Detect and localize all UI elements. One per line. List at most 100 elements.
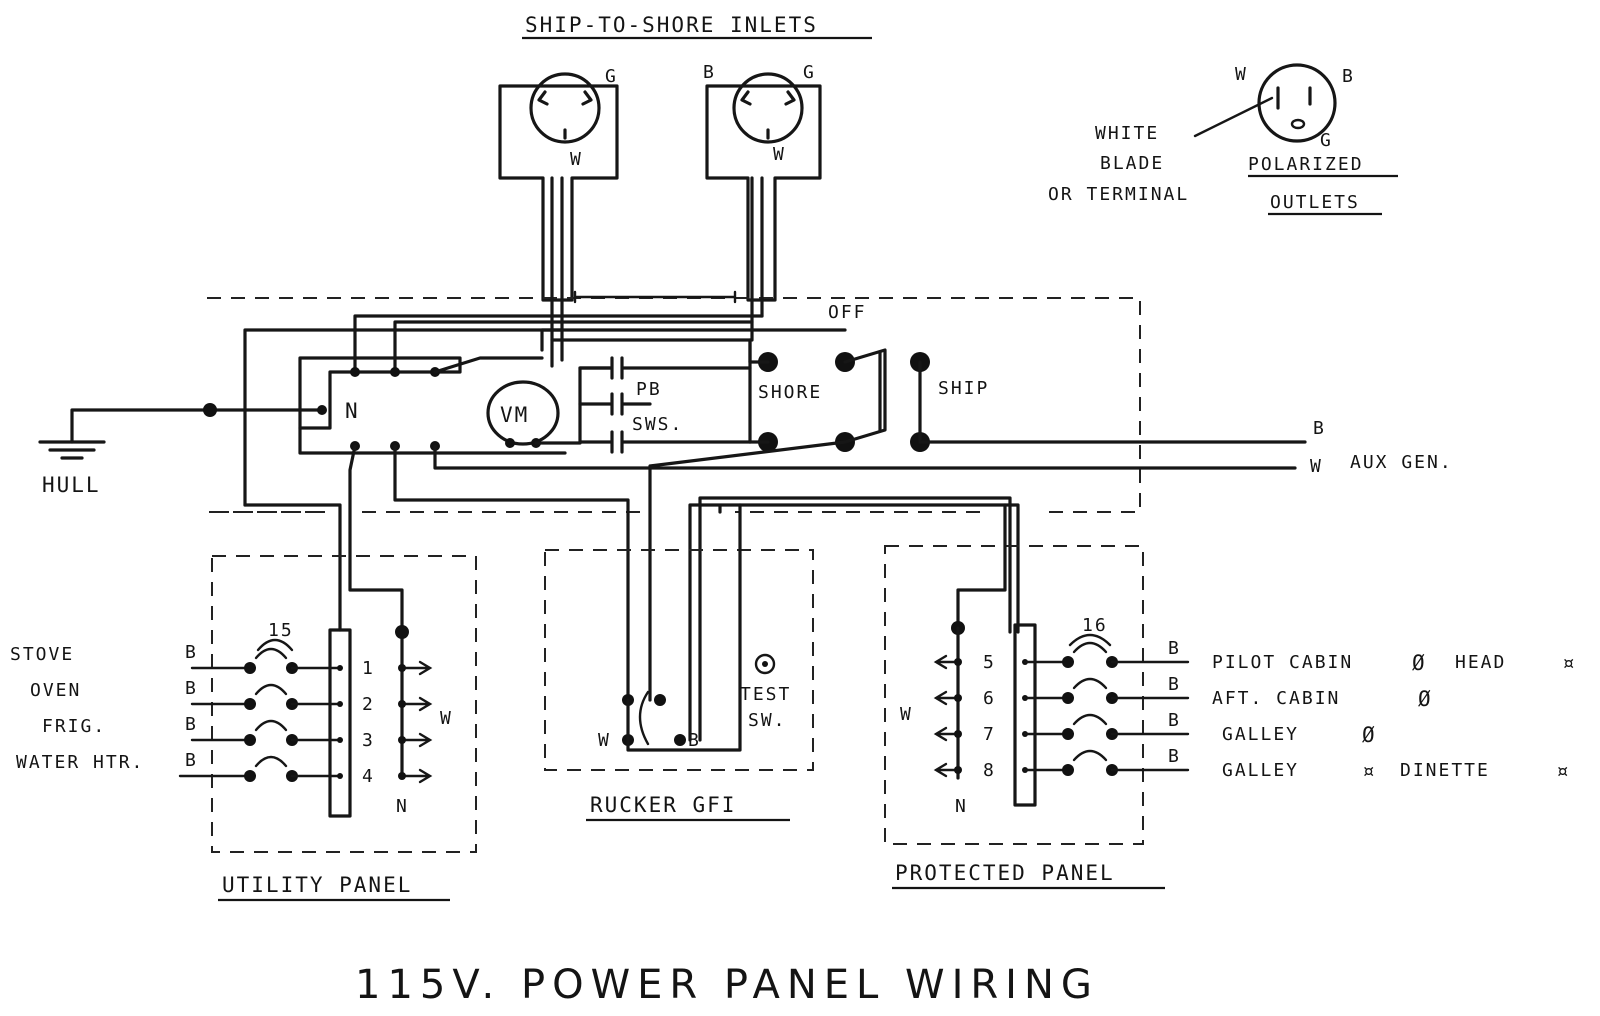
outlet-symbol-2: ¤ (1562, 651, 1577, 675)
utility-wire-label: B (185, 714, 198, 735)
neutral-tap-node (954, 658, 962, 666)
neutral-tap-node (398, 664, 406, 672)
utility-wire-label: B (185, 750, 198, 771)
neutral-arrow (400, 732, 433, 748)
breaker-arc (254, 755, 288, 768)
gfi-title: RUCKER GFI (590, 793, 736, 817)
utility-title: UTILITY PANEL (222, 873, 412, 897)
test-switch-icon (754, 653, 776, 675)
polarized-w-label: W (1235, 64, 1248, 85)
feeder-gfi-1 (393, 444, 630, 702)
neutral-arrow (400, 768, 433, 784)
ship-label: SHIP (938, 378, 989, 399)
protected-wire-label: B (1168, 674, 1181, 695)
polarized-leader (1193, 96, 1274, 138)
neutral-junction (317, 405, 327, 415)
breaker-terminal (1062, 692, 1074, 704)
breaker-terminal (1062, 656, 1074, 668)
bus-tap-node (337, 701, 343, 707)
protected-wire-label: B (1168, 746, 1181, 767)
breaker-arc (254, 647, 288, 660)
protected-load-label-2: HEAD (1455, 652, 1506, 673)
aux-w-label: W (1310, 456, 1323, 477)
hull-junction (203, 403, 217, 417)
pb-element-1 (578, 356, 752, 380)
gfi-w-label: W (598, 730, 611, 751)
outlet-symbol: Ø (1362, 723, 1377, 747)
utility-w-label: W (440, 708, 453, 729)
neutral-tap-node (398, 772, 406, 780)
shore-label: SHORE (758, 382, 822, 403)
vm-terminal-1 (505, 438, 515, 448)
protected-w-label: W (900, 704, 913, 725)
voltmeter-label: VM (500, 403, 529, 427)
polarized-b-label: B (1342, 66, 1355, 87)
gfi-b-label: B (688, 730, 701, 751)
inlet1-blade-right (581, 90, 593, 106)
breaker-terminal (244, 734, 256, 746)
breaker-terminal (244, 662, 256, 674)
breaker-terminal (1062, 728, 1074, 740)
utility-wire-label: B (185, 642, 198, 663)
gfi-box (544, 549, 814, 771)
utility-neutral-node (395, 625, 409, 639)
neutral-tap-node (398, 736, 406, 744)
hull-label: HULL (42, 473, 101, 497)
circuit-number: 3 (362, 730, 375, 751)
bus-top-3 (243, 328, 564, 507)
inlet1-g-label: G (605, 66, 618, 87)
polarized-note-1: WHITE (1095, 123, 1159, 144)
inlet2-blade-right (784, 90, 796, 106)
polarized-g-label: G (1320, 130, 1333, 151)
bus-top-4 (550, 338, 752, 364)
terminal-b (390, 367, 400, 377)
bus-top-5 (540, 328, 847, 352)
terminal-a (350, 367, 360, 377)
circuit-number: 4 (362, 766, 375, 787)
bus-tap-node (337, 773, 343, 779)
feeder-gfi-2 (648, 440, 847, 702)
aux-b-label: B (1313, 418, 1326, 439)
utility-rating: 15 (268, 620, 294, 641)
inlet1-receptacle (529, 72, 601, 144)
feeder-protected-1 (698, 496, 1012, 742)
protected-load-label: PILOT CABIN (1212, 652, 1353, 673)
wire-to-vm (433, 356, 544, 374)
breaker-arc (1072, 677, 1108, 690)
polarized-note-2: BLADE (1100, 153, 1164, 174)
protected-load-label: AFT. CABIN (1212, 688, 1340, 709)
feeder-protected-2 (688, 503, 1020, 742)
breaker-arc (1072, 641, 1108, 654)
protected-title: PROTECTED PANEL (895, 861, 1115, 885)
utility-bus-bar (328, 628, 352, 818)
sws-label: SWS. (632, 414, 683, 435)
circuit-number: 8 (983, 760, 996, 781)
off-label: OFF (828, 302, 867, 323)
gfi-terminal-b (674, 734, 686, 746)
breaker-terminal (1062, 764, 1074, 776)
breaker-arc (254, 683, 288, 696)
neutral-tap-node (954, 694, 962, 702)
bus-top-2 (393, 320, 754, 374)
circuit-number: 1 (362, 658, 375, 679)
pb-element-3 (578, 430, 752, 454)
breaker-arc (1072, 749, 1108, 762)
test-label-1: TEST (740, 684, 791, 705)
breaker-terminal (244, 770, 256, 782)
breaker-arc (254, 719, 288, 732)
neutral-tap-node (398, 700, 406, 708)
inlet2-g-label: G (803, 62, 816, 83)
inlet-spacing-marker (573, 290, 737, 304)
utility-circuit: FRIG.B3 (42, 714, 433, 751)
polarized-ground-pin (1290, 118, 1306, 130)
inlets-title: SHIP-TO-SHORE INLETS (525, 13, 818, 37)
